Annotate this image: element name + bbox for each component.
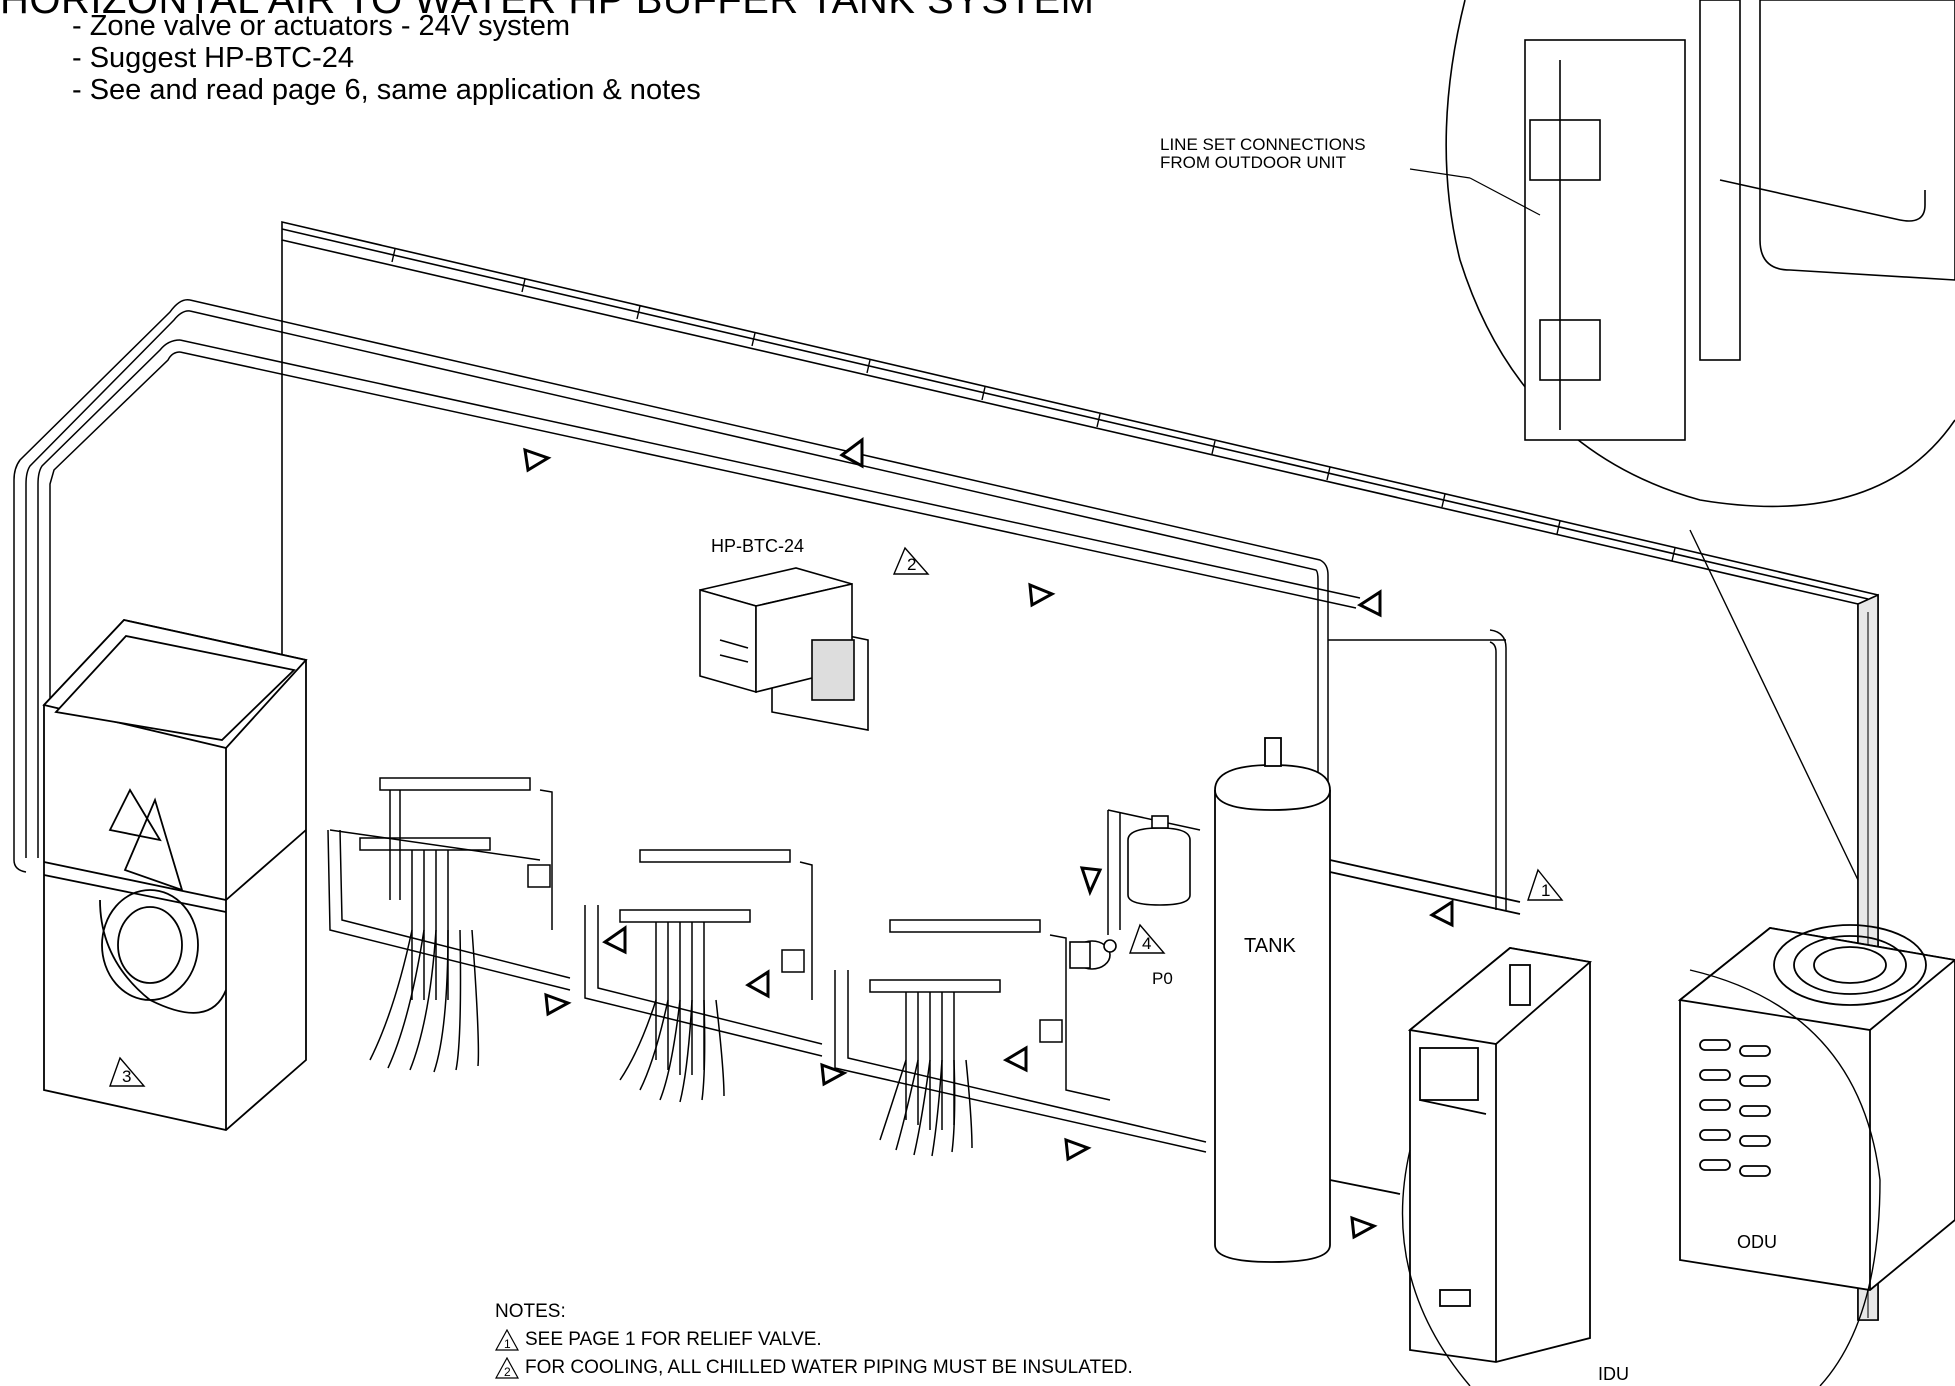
buffer-tank — [1214, 737, 1521, 1263]
odu-label: ODU — [1737, 1232, 1777, 1252]
header-bullets: - Zone valve or actuators - 24V system -… — [72, 10, 701, 106]
manifold-group-3 — [834, 809, 1207, 1157]
detail-circle-top — [1445, 0, 1955, 508]
svg-text:1: 1 — [504, 1337, 511, 1351]
svg-text:2: 2 — [504, 1365, 511, 1379]
note-marker-1: 1 — [495, 1329, 519, 1351]
bullet-suggest-controller: - Suggest HP-BTC-24 — [72, 42, 355, 74]
flow-arrows — [523, 437, 1454, 1240]
marker-3: 3 — [109, 1056, 146, 1087]
overhead-piping — [13, 299, 1507, 1190]
note-item-1: 1 SEE PAGE 1 FOR RELIEF VALVE. — [495, 1326, 1133, 1354]
marker-2: 2 — [892, 546, 930, 575]
manifold-group-1 — [327, 777, 571, 1073]
controller-box — [699, 567, 869, 731]
bullet-see-page: - See and read page 6, same application … — [72, 74, 701, 106]
callout-line1: LINE SET CONNECTIONS — [1160, 135, 1366, 154]
callout-leader — [1409, 168, 1471, 179]
detail-circle-bottom — [1401, 529, 1881, 1386]
note-item-2: 2 FOR COOLING, ALL CHILLED WATER PIPING … — [495, 1354, 1133, 1382]
note-text-2: FOR COOLING, ALL CHILLED WATER PIPING MU… — [525, 1357, 1133, 1378]
pump-label: P0 — [1152, 969, 1173, 988]
marker-1: 1 — [1527, 868, 1564, 901]
circulator-pump — [1069, 939, 1117, 970]
bullet-zone-valve: - Zone valve or actuators - 24V system — [72, 10, 571, 42]
manifold-group-2 — [584, 849, 823, 1103]
expansion-tank — [1127, 815, 1191, 906]
svg-text:3: 3 — [122, 1067, 131, 1086]
tank-label: TANK — [1244, 935, 1297, 957]
notes-block: NOTES: 1 SEE PAGE 1 FOR RELIEF VALVE. 2 … — [495, 1298, 1133, 1382]
controller-label: HP-BTC-24 — [711, 536, 804, 556]
marker-4: 4 — [1129, 923, 1166, 954]
callout-line2: FROM OUTDOOR UNIT — [1160, 153, 1346, 172]
notes-heading: NOTES: — [495, 1301, 566, 1322]
svg-text:4: 4 — [1142, 934, 1151, 953]
svg-text:2: 2 — [907, 555, 916, 574]
indoor-unit — [1407, 947, 1593, 1363]
outdoor-unit — [1677, 924, 1955, 1291]
air-handler-unit — [42, 619, 308, 1131]
note-marker-2: 2 — [495, 1357, 519, 1379]
note-text-1: SEE PAGE 1 FOR RELIEF VALVE. — [525, 1329, 822, 1350]
svg-text:1: 1 — [1541, 881, 1550, 900]
page-title: HORIZONTAL AIR TO WATER HP BUFFER TANK S… — [0, 0, 1095, 22]
idu-label: IDU — [1598, 1364, 1629, 1384]
